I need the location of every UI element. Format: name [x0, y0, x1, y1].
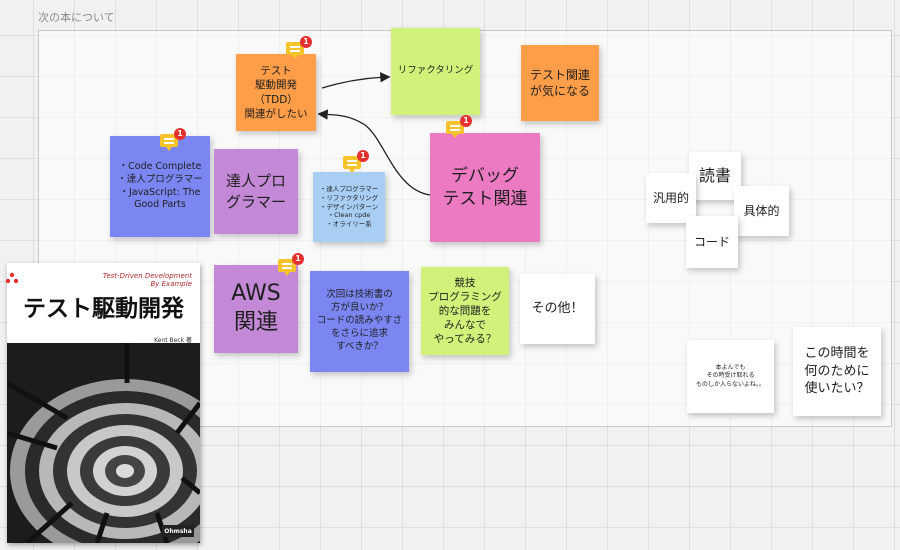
sticky-note-books-list[interactable]: ・Code Complete ・達人プログラマー ・JavaScript: Th… — [110, 136, 210, 237]
sticky-note-refactoring[interactable]: リファクタリング — [391, 28, 480, 115]
comment-badge-aws[interactable]: 1 — [278, 253, 306, 276]
sticky-note-pragmatic[interactable]: 達人プロ グラマー — [214, 149, 298, 234]
sticky-note-debug-test[interactable]: デバッグ テスト関連 — [430, 133, 540, 242]
comment-count: 1 — [174, 128, 186, 140]
comment-icon — [343, 156, 361, 173]
sticky-note-reading[interactable]: 読書 — [689, 152, 741, 200]
sticky-note-code[interactable]: コード — [686, 216, 738, 268]
book-title: テスト駆動開発 — [23, 296, 184, 322]
comment-count: 1 — [292, 253, 304, 265]
sticky-note-concrete[interactable]: 具体的 — [734, 186, 789, 236]
sticky-note-purpose[interactable]: この時間を 何のために 使いたい？ — [793, 327, 881, 416]
sticky-note-small-list[interactable]: ・達人プログラマー ・リファクタリング ・デザインパターン ・Clean cpd… — [313, 172, 385, 242]
sticky-note-general[interactable]: 汎用的 — [646, 173, 696, 223]
sticky-note-small-white[interactable]: 本よんでも その時受け取れる ものしか入らないよね。。 — [687, 340, 774, 413]
comment-count: 1 — [460, 115, 472, 127]
sticky-note-test-concern[interactable]: テスト関連 が気になる — [521, 45, 599, 121]
arrow-debug-to-tdd — [317, 109, 431, 196]
sticky-note-competitive[interactable]: 競技 プログラミング 的な問題を みんなで やってみる？ — [421, 267, 509, 355]
sticky-note-aws[interactable]: AWS 関連 — [214, 265, 298, 353]
book-cover-image[interactable]: Test-Driven Development By Example テスト駆動… — [7, 263, 200, 543]
publisher-logo: Ohmsha — [162, 525, 194, 537]
comment-badge-tdd[interactable]: 1 — [286, 36, 314, 59]
comment-icon — [278, 259, 296, 276]
comment-badge-small-list[interactable]: 1 — [343, 150, 371, 173]
comment-count: 1 — [300, 36, 312, 48]
comment-icon — [446, 121, 464, 138]
sticky-note-other[interactable]: その他！ — [520, 274, 595, 344]
comment-badge-debug-test[interactable]: 1 — [446, 115, 474, 138]
comment-count: 1 — [357, 150, 369, 162]
arrow-tdd-to-refactoring — [321, 72, 391, 89]
app-logo-icon — [5, 272, 19, 284]
comment-badge-books-list[interactable]: 1 — [160, 128, 188, 151]
frame-title: 次の本について — [38, 11, 115, 24]
spiral-staircase-photo — [7, 343, 200, 543]
sticky-note-next-time[interactable]: 次回は技術書の 方が良いか？ コードの読みやすさ をさらに追求 すべきか？ — [310, 271, 409, 372]
book-subtitle: Test-Driven Development By Example — [102, 272, 192, 289]
comment-icon — [160, 134, 178, 151]
sticky-note-tdd[interactable]: テスト 駆動開発 （TDD） 関連がしたい — [236, 54, 316, 131]
comment-icon — [286, 42, 304, 59]
